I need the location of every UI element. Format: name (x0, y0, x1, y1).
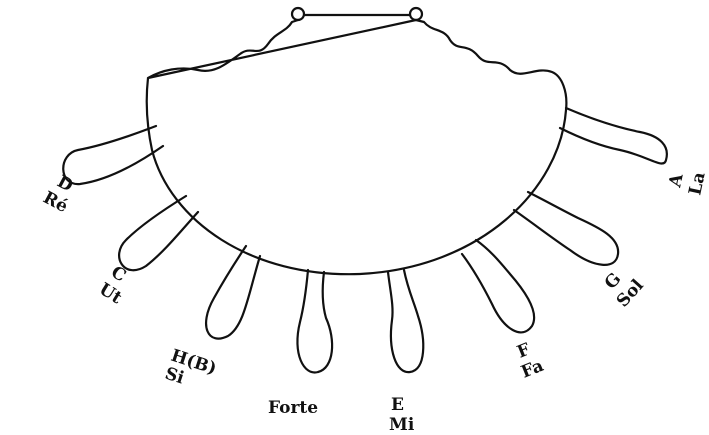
label-forte: Forte (268, 398, 318, 418)
label-mi: Mi (389, 415, 415, 435)
key-forte (297, 270, 332, 372)
label-e: E (391, 395, 404, 415)
key-h (206, 246, 260, 339)
label-a: A (665, 171, 688, 190)
key-e (388, 270, 423, 372)
instrument-body (147, 20, 567, 274)
right-peg (410, 8, 422, 20)
left-peg (292, 8, 304, 20)
label-ut: Ut (95, 279, 125, 308)
key-a (560, 108, 667, 164)
label-la: La (685, 170, 709, 197)
key-d (63, 126, 163, 184)
key-f (462, 240, 534, 332)
tuning-pegs (292, 8, 422, 20)
keys (63, 108, 667, 372)
label-si: Si (162, 364, 187, 389)
key-c (119, 196, 198, 270)
key-g (514, 192, 618, 265)
